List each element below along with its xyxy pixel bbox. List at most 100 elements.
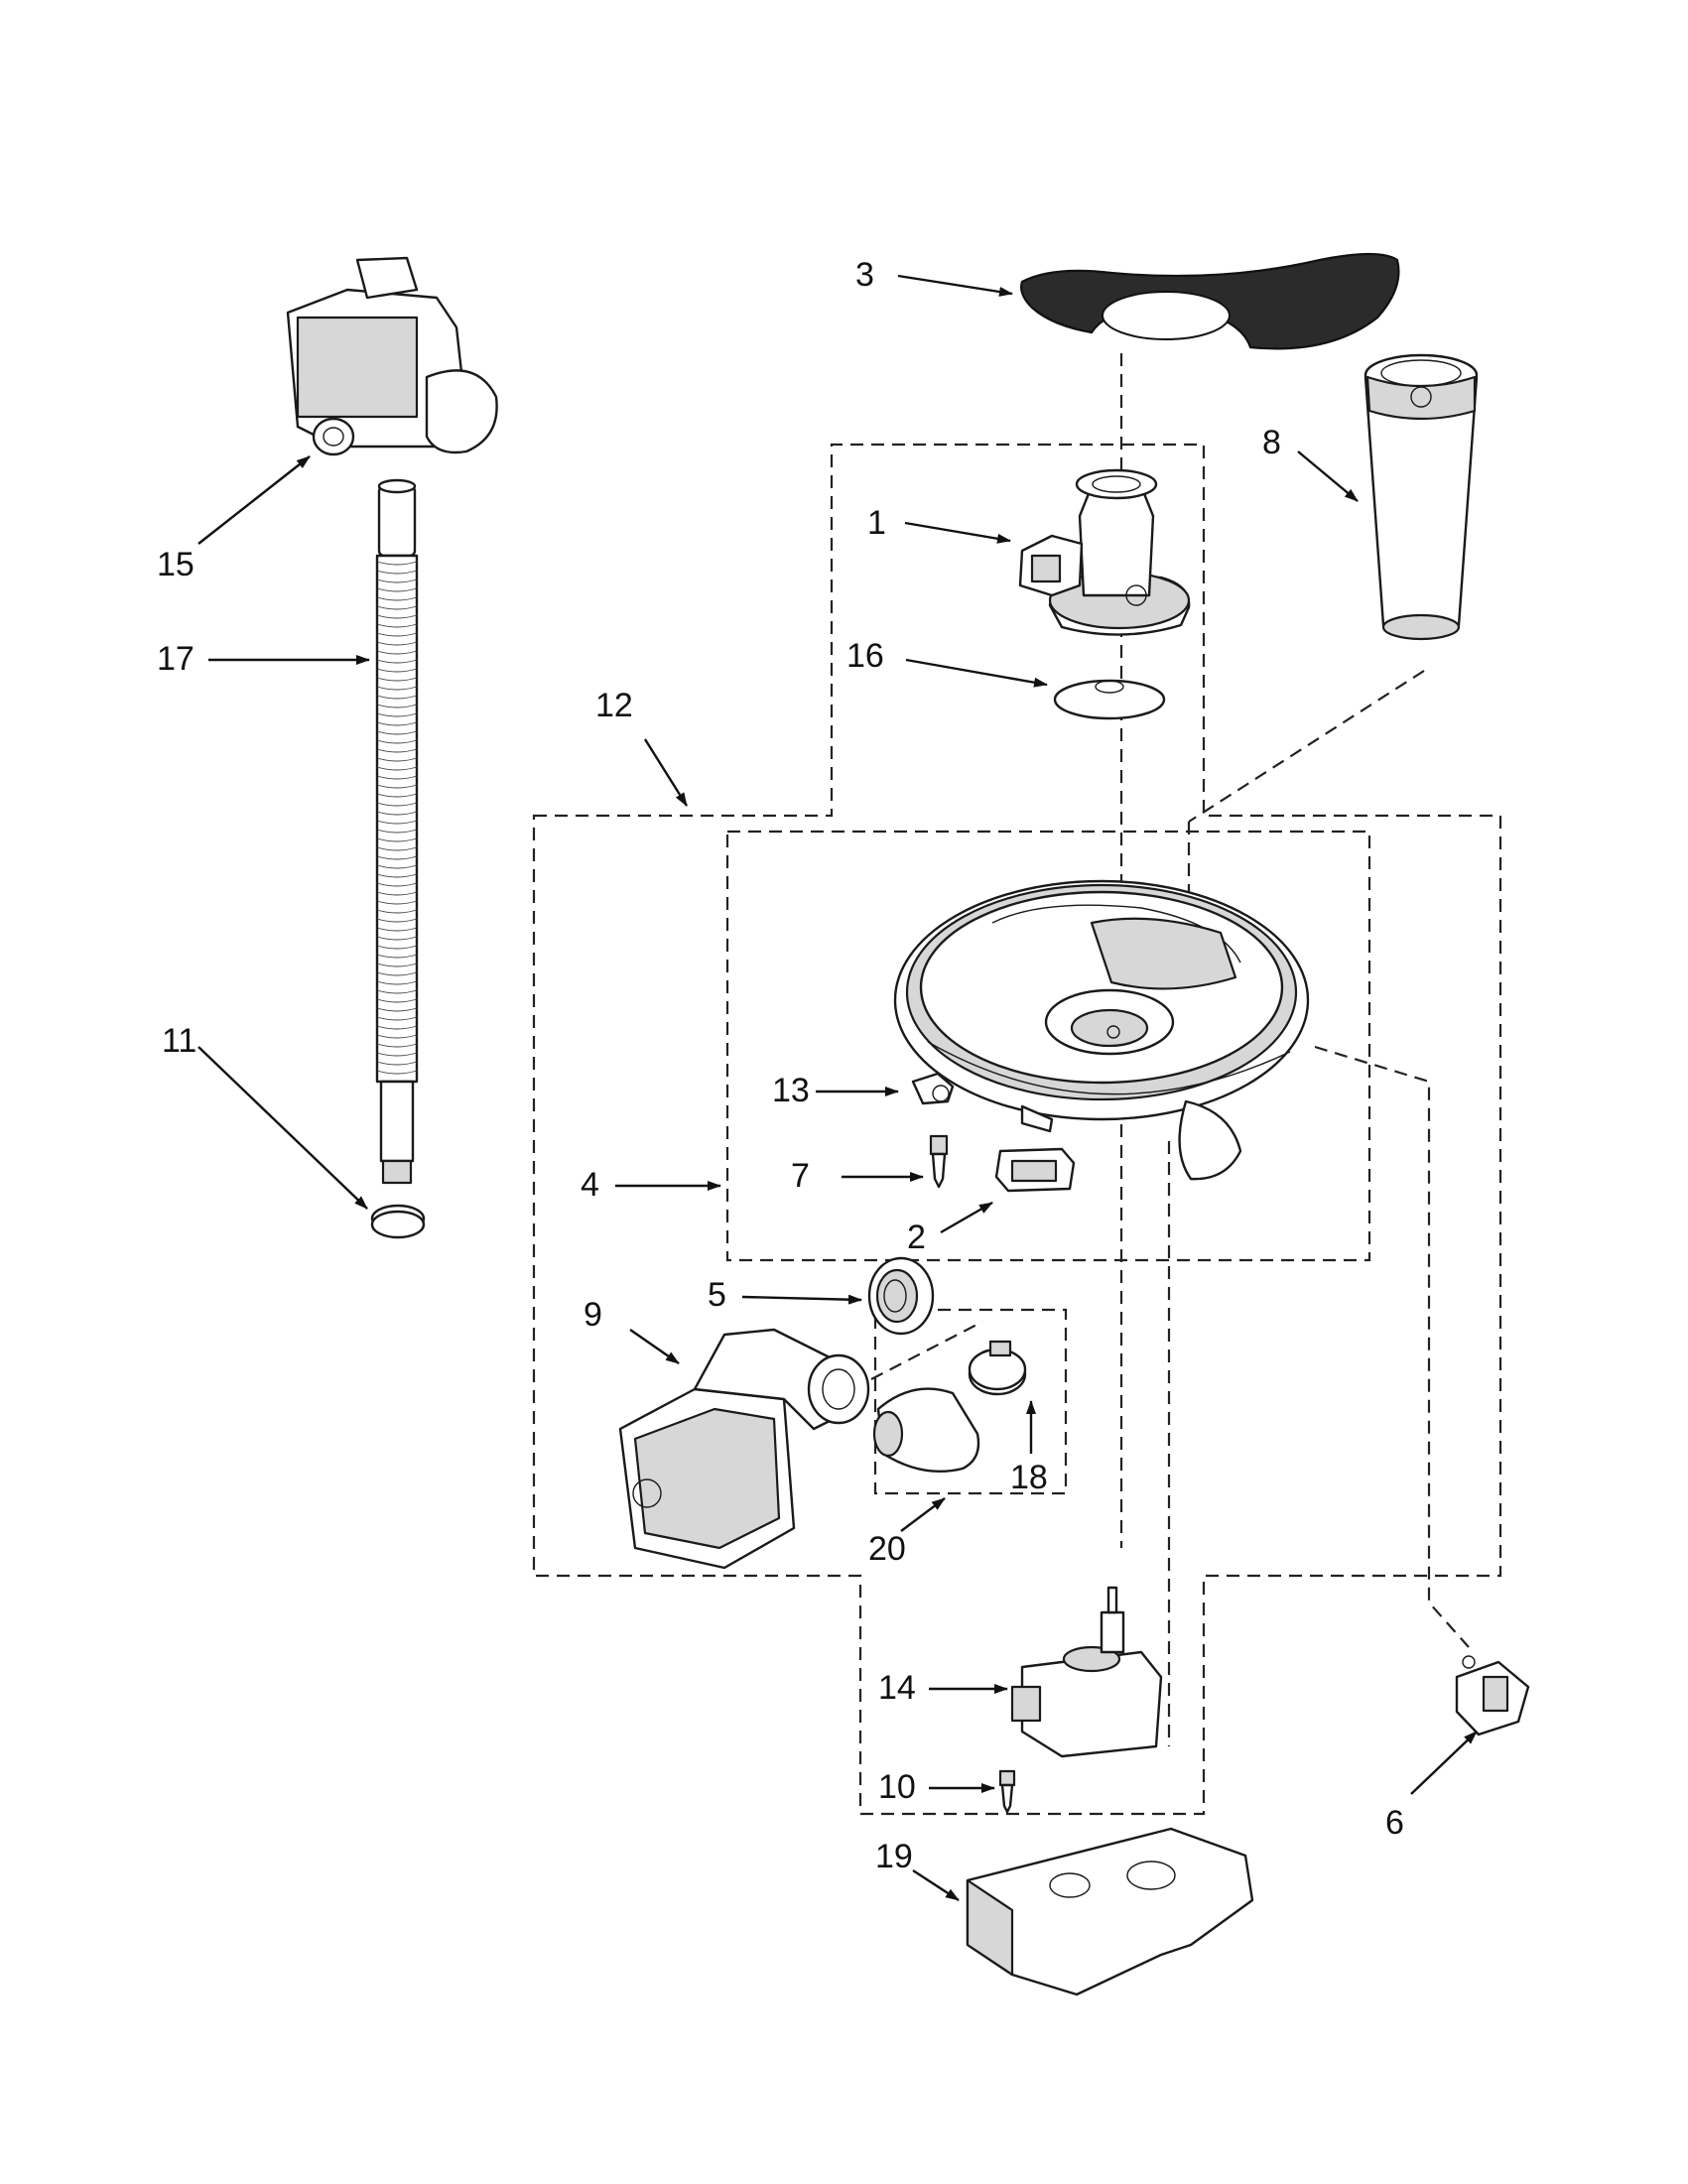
hose-rib <box>376 1007 418 1012</box>
hose-rib <box>376 668 418 673</box>
hose-rib <box>376 757 418 762</box>
part-7-screw <box>929 1134 949 1189</box>
sump-4-outline <box>725 830 1371 1262</box>
hose-rib <box>376 587 418 592</box>
part-10-screw <box>998 1769 1016 1814</box>
part-19-base-bracket <box>966 1827 1254 1996</box>
callout-9: 9 <box>584 1296 602 1334</box>
callout-15: 15 <box>157 546 195 583</box>
callout-12: 12 <box>595 687 633 724</box>
hose-rib <box>376 864 418 869</box>
callout-19: 19 <box>875 1838 913 1875</box>
hose-rib <box>376 748 418 753</box>
hose-rib <box>376 936 418 941</box>
hose-rib <box>376 900 418 905</box>
hose-rib <box>376 980 418 985</box>
hose-rib <box>376 632 418 637</box>
hose-rib <box>376 605 418 610</box>
leader-arrows <box>197 274 1478 1902</box>
hose-rib <box>376 802 418 807</box>
callout-13: 13 <box>772 1072 810 1109</box>
part-9-circulation-pump <box>618 1328 870 1570</box>
part-16-gasket <box>1053 679 1166 720</box>
hose-rib <box>376 1043 418 1048</box>
callout-17: 17 <box>157 640 195 678</box>
hose-rib <box>376 882 418 887</box>
hose-rib <box>376 829 418 834</box>
hose-rib <box>376 846 418 851</box>
callout-11: 11 <box>162 1022 196 1060</box>
callout-14: 14 <box>878 1669 916 1707</box>
hose-rib <box>376 623 418 628</box>
callout-20: 20 <box>868 1530 906 1568</box>
part-15-drain-pump <box>286 256 498 456</box>
part-17-drain-hose <box>375 478 419 1185</box>
hose-rib <box>376 766 418 771</box>
hose-rib <box>376 837 418 842</box>
hose-rib <box>376 775 418 780</box>
hose-rib <box>376 998 418 1003</box>
callout-5: 5 <box>708 1276 726 1314</box>
alignment-line-sensor <box>1314 1045 1470 1648</box>
part-6-sensor <box>1455 1655 1530 1736</box>
part-5-seal <box>867 1256 935 1336</box>
alignment-line-filter <box>1188 670 1425 823</box>
hose-rib <box>376 614 418 619</box>
hose-rib <box>376 1070 418 1075</box>
part-11-clamp <box>370 1204 426 1239</box>
callout-10: 10 <box>878 1768 916 1806</box>
hose-rib <box>376 1016 418 1021</box>
hose-rib <box>376 820 418 825</box>
callout-7: 7 <box>791 1157 810 1195</box>
hose-rib <box>376 784 418 789</box>
callout-1: 1 <box>867 504 886 542</box>
callout-2: 2 <box>907 1219 926 1256</box>
hose-rib <box>376 873 418 878</box>
hose-rib <box>376 596 418 601</box>
hose-rib <box>376 945 418 950</box>
alignment-line-hose <box>870 1321 983 1380</box>
hose-rib <box>376 927 418 932</box>
hose-rib <box>376 686 418 691</box>
callout-8: 8 <box>1262 424 1281 461</box>
hose-rib <box>376 1061 418 1066</box>
sump-basin <box>893 879 1310 1181</box>
hose-rib <box>376 855 418 860</box>
callout-3: 3 <box>855 256 874 294</box>
callout-4: 4 <box>581 1166 599 1204</box>
hose-rib <box>376 712 418 717</box>
hose-rib <box>376 721 418 726</box>
part-13-sensor <box>911 1072 955 1105</box>
assembly-12-outline <box>532 443 1502 1816</box>
hose-rib <box>376 730 418 735</box>
part-8-fine-filter <box>1363 353 1479 641</box>
part-14-diverter-motor <box>1010 1586 1163 1758</box>
hose-rib <box>376 918 418 923</box>
hose-rib <box>376 971 418 976</box>
hose-20-outline <box>873 1308 1068 1495</box>
hose-rib <box>376 1034 418 1039</box>
hose-rib <box>376 695 418 700</box>
hose-rib <box>376 954 418 959</box>
hose-rib <box>376 677 418 682</box>
hose-rib <box>376 891 418 896</box>
callout-6: 6 <box>1385 1804 1404 1842</box>
part-3-filter-cover <box>1020 252 1400 350</box>
callout-16: 16 <box>846 637 884 675</box>
hose-rib <box>376 659 418 664</box>
callout-labels: 3 1 16 8 15 17 11 12 13 4 7 2 5 9 18 20 … <box>157 256 1404 1875</box>
hose-rib <box>376 739 418 744</box>
hose-rib <box>376 578 418 583</box>
hose-rib <box>376 641 418 646</box>
part-20-hose-assembly <box>872 1340 1027 1474</box>
part-2-connector <box>994 1147 1076 1193</box>
hose-rib <box>376 989 418 994</box>
hose-rib <box>376 1052 418 1057</box>
hose-rib <box>376 704 418 708</box>
hose-rib <box>376 963 418 967</box>
hose-rib <box>376 811 418 816</box>
hose-rib <box>376 561 418 566</box>
part-1-diverter <box>1018 468 1191 636</box>
callout-18: 18 <box>1010 1459 1048 1496</box>
